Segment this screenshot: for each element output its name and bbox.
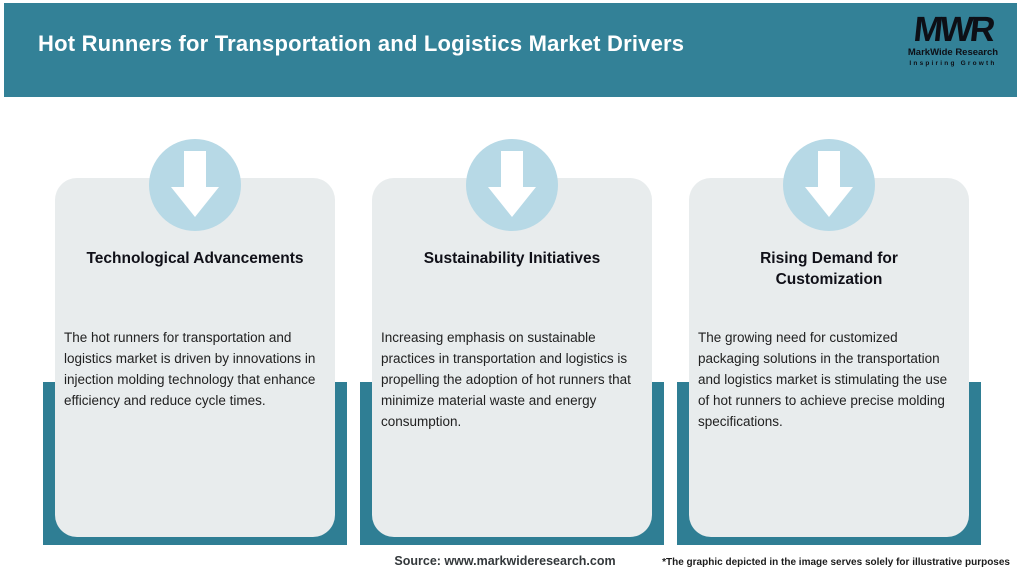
- down-arrow-icon: [149, 139, 241, 231]
- logo-tagline: Inspiring Growth: [909, 60, 997, 67]
- down-arrow-icon: [783, 139, 875, 231]
- disclaimer-text: *The graphic depicted in the image serve…: [662, 557, 1010, 568]
- logo-name: MarkWide Research: [907, 47, 999, 58]
- card-title-text: Rising Demand for Customization: [760, 250, 898, 288]
- card-title-text: Technological Advancements: [86, 250, 304, 267]
- driver-card-technological-advancements: Technological Advancements The hot runne…: [55, 178, 335, 537]
- card-description: The hot runners for transportation and l…: [64, 330, 316, 408]
- card-description: The growing need for customized packagin…: [698, 330, 948, 429]
- driver-card-rising-demand-customization: Rising Demand for Customization The grow…: [689, 178, 969, 537]
- card-title: Rising Demand for Customization: [689, 248, 969, 290]
- card-title: Sustainability Initiatives: [372, 248, 652, 269]
- logo-monogram-icon: MWR: [911, 10, 995, 49]
- driver-card-sustainability-initiatives: Sustainability Initiatives Increasing em…: [372, 178, 652, 537]
- down-arrow-icon: [466, 139, 558, 231]
- page-title: Hot Runners for Transportation and Logis…: [38, 31, 685, 56]
- header-band: Hot Runners for Transportation and Logis…: [4, 3, 1017, 97]
- card-description: Increasing emphasis on sustainable pract…: [381, 330, 631, 429]
- markwide-logo: MWR MarkWide Research Inspiring Growth: [905, 10, 1001, 67]
- source-text: Source: www.markwideresearch.com: [394, 554, 616, 568]
- card-title-text: Sustainability Initiatives: [423, 250, 601, 267]
- card-title: Technological Advancements: [55, 248, 335, 269]
